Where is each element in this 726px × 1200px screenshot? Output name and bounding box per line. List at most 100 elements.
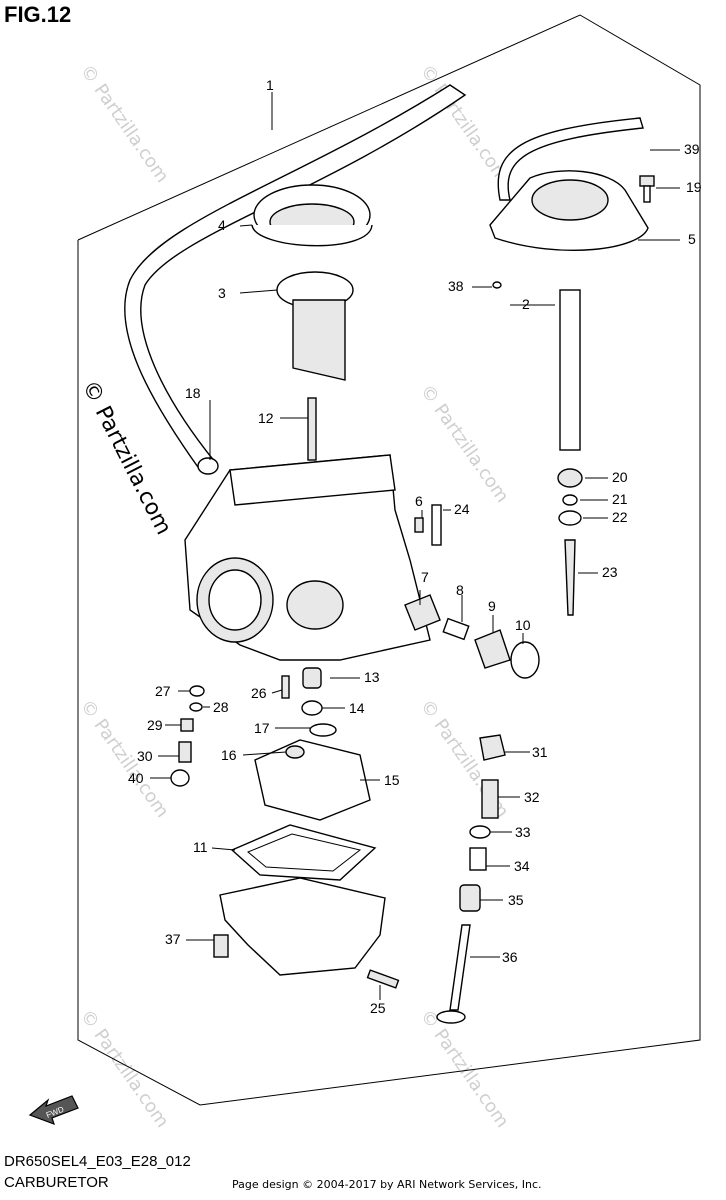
callout-40: 40 bbox=[128, 770, 144, 786]
part-holder bbox=[557, 468, 583, 488]
callout-13: 13 bbox=[364, 669, 380, 685]
part-starter-nut bbox=[474, 629, 511, 669]
part-screw-top bbox=[639, 175, 655, 187]
assembly-outline bbox=[77, 14, 701, 1106]
part-starter-spring bbox=[442, 617, 470, 641]
callout-30: 30 bbox=[137, 748, 153, 764]
callout-38: 38 bbox=[448, 278, 464, 294]
gasket-inner bbox=[247, 833, 362, 872]
part-washer bbox=[558, 510, 582, 526]
callout-37: 37 bbox=[165, 931, 181, 947]
part-threaded-bolt bbox=[481, 779, 499, 819]
callout-26: 26 bbox=[251, 685, 267, 701]
callout-39: 39 bbox=[684, 141, 700, 157]
leader-lines bbox=[150, 92, 680, 1000]
callout-7: 7 bbox=[421, 569, 429, 585]
part-pilot-jet-2 bbox=[178, 741, 192, 763]
part-bolt-spring bbox=[469, 847, 487, 871]
callout-2: 2 bbox=[522, 296, 530, 312]
part-breather-hose bbox=[497, 117, 644, 201]
figure-title: FIG.12 bbox=[4, 2, 72, 27]
callout-5: 5 bbox=[688, 231, 696, 247]
part-drain-screw bbox=[366, 969, 400, 989]
part-screw bbox=[213, 934, 229, 958]
callout-34: 34 bbox=[514, 858, 530, 874]
callout-27: 27 bbox=[155, 683, 171, 699]
part-bolt-collar bbox=[459, 884, 481, 912]
part-small-washer bbox=[189, 685, 205, 697]
callout-10: 10 bbox=[515, 617, 531, 633]
part-fuel-hose bbox=[124, 84, 467, 471]
callout-15: 15 bbox=[384, 772, 400, 788]
model-code: DR650SEL4_E03_E28_012 bbox=[4, 1153, 191, 1170]
callout-9: 9 bbox=[488, 598, 496, 614]
part-nut bbox=[479, 734, 506, 761]
part-gasket bbox=[230, 824, 377, 881]
assembly-name: CARBURETOR bbox=[4, 1174, 109, 1191]
callout-35: 35 bbox=[508, 892, 524, 908]
callout-6: 6 bbox=[415, 493, 423, 509]
carb-intake-inner bbox=[208, 569, 262, 631]
watermark: © Partzilla.com bbox=[76, 696, 173, 822]
callout-21: 21 bbox=[612, 491, 628, 507]
callout-36: 36 bbox=[502, 949, 518, 965]
part-plunger bbox=[431, 504, 442, 546]
part-float-chamber bbox=[219, 877, 386, 976]
callout-11: 11 bbox=[193, 839, 208, 855]
diaphragm-rim bbox=[251, 224, 373, 247]
watermark: © Partzilla.com bbox=[416, 1006, 513, 1132]
watermark: © Partzilla.com bbox=[416, 61, 513, 187]
carb-throttle bbox=[286, 580, 344, 630]
part-piston-valve bbox=[292, 299, 346, 381]
part-starter-plunger bbox=[404, 594, 441, 631]
callout-20: 20 bbox=[612, 469, 628, 485]
callout-32: 32 bbox=[524, 789, 540, 805]
part-pilot-screw bbox=[414, 517, 424, 533]
part-bolt-washer bbox=[469, 825, 491, 839]
top-cap-opening bbox=[531, 179, 609, 221]
part-long-bolt-head bbox=[436, 1010, 466, 1024]
part-cap-small bbox=[170, 769, 190, 787]
part-o-ring bbox=[309, 723, 337, 737]
fwd-arrow-icon bbox=[28, 1095, 79, 1126]
watermark: © Partzilla.com bbox=[416, 381, 513, 507]
callout-28: 28 bbox=[213, 699, 229, 715]
callout-16: 16 bbox=[221, 747, 237, 763]
callout-1: 1 bbox=[266, 77, 274, 93]
watermark: © Partzilla.com bbox=[76, 61, 173, 187]
part-long-bolt bbox=[449, 924, 471, 1011]
callout-12: 12 bbox=[258, 410, 274, 426]
callout-25: 25 bbox=[370, 1000, 386, 1016]
callout-14: 14 bbox=[349, 700, 365, 716]
callout-8: 8 bbox=[456, 582, 464, 598]
hose-end bbox=[197, 457, 219, 475]
callout-24: 24 bbox=[454, 501, 470, 517]
part-jet bbox=[281, 675, 290, 699]
callout-19: 19 bbox=[686, 179, 702, 195]
part-spring bbox=[559, 289, 581, 451]
callout-23: 23 bbox=[602, 564, 618, 580]
part-small-o-ring bbox=[492, 281, 502, 289]
callout-22: 22 bbox=[612, 509, 628, 525]
part-pilot-jet bbox=[180, 718, 194, 732]
part-float bbox=[254, 739, 371, 821]
callout-33: 33 bbox=[515, 824, 531, 840]
part-e-ring bbox=[562, 494, 578, 506]
callout-labels: 1 2 3 4 5 6 7 8 9 10 11 12 13 14 15 16 1… bbox=[128, 77, 702, 1016]
part-jet-needle bbox=[307, 397, 317, 461]
callout-29: 29 bbox=[147, 717, 163, 733]
callout-4: 4 bbox=[218, 217, 226, 233]
part-needle-jet bbox=[302, 667, 322, 689]
part-main-jet bbox=[301, 700, 323, 716]
callout-3: 3 bbox=[218, 285, 226, 301]
callout-18: 18 bbox=[185, 385, 201, 401]
part-screw-top-shaft bbox=[643, 185, 651, 203]
carb-top-flange bbox=[229, 454, 396, 506]
part-cap bbox=[510, 641, 540, 679]
part-small-ring bbox=[189, 702, 203, 712]
watermark: © Partzilla.com bbox=[76, 1006, 173, 1132]
part-needle bbox=[564, 539, 576, 616]
part-float-pin bbox=[285, 745, 305, 759]
callout-31: 31 bbox=[532, 744, 548, 760]
